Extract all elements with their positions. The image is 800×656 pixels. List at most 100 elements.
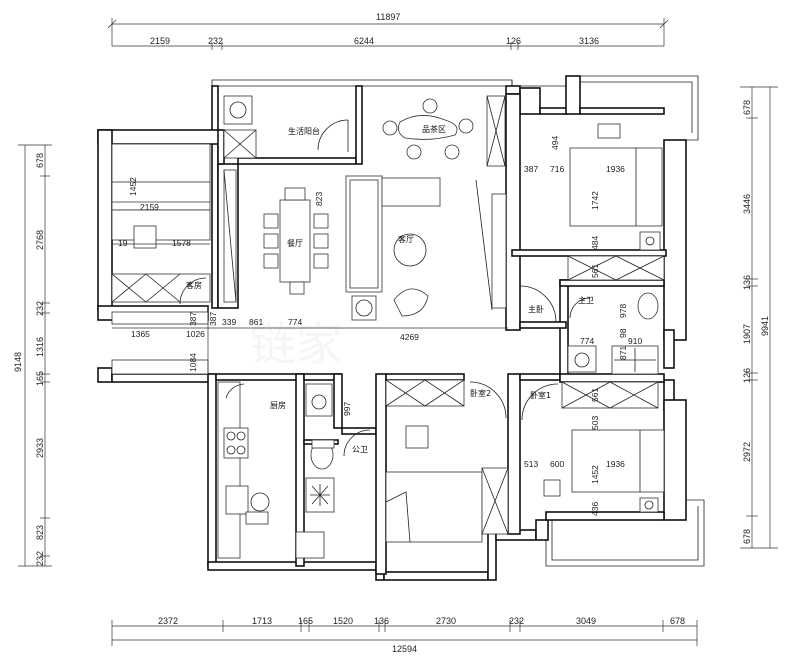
tv-cabinet-icon (491, 193, 507, 309)
inner-dim-b1-513: 513 (524, 459, 538, 469)
inner-dim-387b: 387 (208, 312, 218, 326)
bottom-dim-6: 2730 (436, 616, 456, 626)
right-overall-dim: 9941 (760, 316, 770, 336)
inner-dim-1365: 1365 (131, 329, 150, 339)
inner-dim-guest-2159: 2159 (140, 202, 159, 212)
right-dim-7: 678 (742, 529, 752, 544)
left-dim-7: 823 (35, 525, 45, 540)
top-dim-2: 232 (208, 36, 223, 46)
left-overall-dim: 9148 (13, 352, 23, 372)
top-dim-4: 126 (506, 36, 521, 46)
bottom-dim-4: 1520 (333, 616, 353, 626)
room-label-guest: 客房 (186, 280, 202, 290)
guest-wardrobe-icon (111, 273, 211, 303)
top-overall-dim: 11897 (376, 12, 400, 22)
inner-dim-guest-19: 19 (118, 238, 128, 248)
inner-dim-m-484: 484 (590, 236, 600, 250)
room-label-public-bath: 公卫 (352, 445, 368, 454)
bottom-dim-1: 2372 (158, 616, 178, 626)
top-dimension-lines: 11897 2159 232 6244 126 3136 (107, 12, 669, 50)
interior-dimensions: 1452 2159 1578 19 823 1365 1026 387 1084… (112, 136, 642, 516)
inner-dim-mb-978: 978 (618, 304, 628, 318)
inner-dim-m-1936: 1936 (606, 164, 625, 174)
inner-dim-m-387: 387 (524, 164, 538, 174)
room-labels: 生活阳台 品茶区 餐厅 客厅 客房 主卧 主卫 厨房 公卫 卧室2 卧室1 (186, 124, 594, 454)
room-label-bedroom1: 卧室1 (530, 390, 551, 400)
inner-dim-387a: 387 (188, 312, 198, 326)
right-dimension-lines: 678 3446 136 1907 126 2972 678 9941 (740, 86, 778, 549)
washing-machine-icon (223, 95, 253, 125)
master-washbasin-icon (567, 345, 597, 373)
bottom-dim-3: 165 (298, 616, 313, 626)
room-label-living-balcony: 生活阳台 (288, 126, 320, 136)
bottom-dim-2: 1713 (252, 616, 272, 626)
right-dim-1: 678 (742, 100, 752, 115)
left-dim-4: 1316 (35, 337, 45, 357)
inner-dim-339: 339 (222, 317, 236, 327)
room-label-master: 主卧 (528, 304, 544, 314)
bedroom2-wardrobe-icon (385, 379, 465, 407)
bedroom2-bed-icon (385, 471, 483, 543)
armchair-icon (393, 288, 429, 317)
room-label-master-bath: 主卫 (578, 295, 594, 305)
room-label-bedroom2: 卧室2 (470, 388, 491, 398)
inner-dim-b1-436: 436 (590, 502, 600, 516)
bottom-dim-9: 678 (670, 616, 685, 626)
inner-dim-m-494: 494 (550, 136, 560, 150)
right-dim-3: 136 (742, 275, 752, 290)
inner-dim-1026: 1026 (186, 329, 205, 339)
inner-dim-m-716: 716 (550, 164, 564, 174)
inner-dim-mb-871: 871 (618, 346, 628, 360)
inner-dim-4269: 4269 (400, 332, 419, 342)
top-dim-1: 2159 (150, 36, 170, 46)
kitchen-sink-icon (225, 485, 249, 515)
inner-dim-b1-561: 561 (590, 388, 600, 402)
master-bed-icon (569, 147, 663, 227)
balcony-door-swing (317, 119, 349, 151)
washbasin-icon (305, 383, 333, 417)
master-toilet-icon (637, 292, 659, 320)
guest-bed-icon (111, 143, 211, 211)
bottom-overall-dim: 12594 (392, 644, 417, 654)
coffee-table-icon (393, 233, 427, 267)
right-dim-2: 3446 (742, 194, 752, 214)
tea-table-icon (397, 115, 458, 140)
inner-dim-1084: 1084 (188, 353, 198, 372)
bottom-dim-7: 232 (509, 616, 524, 626)
room-label-kitchen: 厨房 (270, 400, 286, 410)
right-dim-5: 126 (742, 368, 752, 383)
top-dim-3: 6244 (354, 36, 374, 46)
inner-dim-mb-98: 98 (618, 328, 628, 338)
inner-dim-b1-1936: 1936 (606, 459, 625, 469)
left-dim-8: 232 (35, 551, 45, 566)
room-label-dining: 餐厅 (287, 239, 303, 248)
left-dim-3: 232 (35, 301, 45, 316)
inner-dim-guest-1578: 1578 (172, 238, 191, 248)
inner-dim-mb-910: 910 (628, 336, 642, 346)
left-dim-6: 2933 (35, 438, 45, 458)
stove-icon (223, 427, 249, 459)
inner-dim-823: 823 (314, 192, 324, 206)
left-dim-1: 678 (35, 153, 45, 168)
room-label-tea-area: 品茶区 (422, 124, 446, 134)
inner-dim-guest-1452: 1452 (128, 177, 138, 196)
inner-dim-mb-774: 774 (580, 336, 594, 346)
walls (97, 75, 705, 581)
bedroom1-wardrobe-icon (561, 381, 659, 409)
inner-dim-861: 861 (249, 317, 263, 327)
inner-dim-m-561: 561 (590, 264, 600, 278)
inner-dim-b1-600: 600 (550, 459, 564, 469)
left-dim-5: 165 (35, 371, 45, 386)
bedroom1-bed-icon (571, 429, 665, 493)
bottom-dim-5: 136 (374, 616, 389, 626)
bottom-dimension-lines: 2372 1713 165 1520 136 2730 232 3049 678… (111, 616, 698, 654)
right-dim-6: 2972 (742, 442, 752, 462)
left-dimension-lines: 678 2768 232 1316 165 2933 823 232 9148 (13, 144, 52, 567)
furniture (111, 95, 665, 559)
bottom-dim-8: 3049 (576, 616, 596, 626)
left-dim-2: 2768 (35, 230, 45, 250)
kitchen-counter-icon (217, 381, 241, 559)
room-label-living: 客厅 (398, 234, 414, 244)
top-dim-5: 3136 (579, 36, 599, 46)
